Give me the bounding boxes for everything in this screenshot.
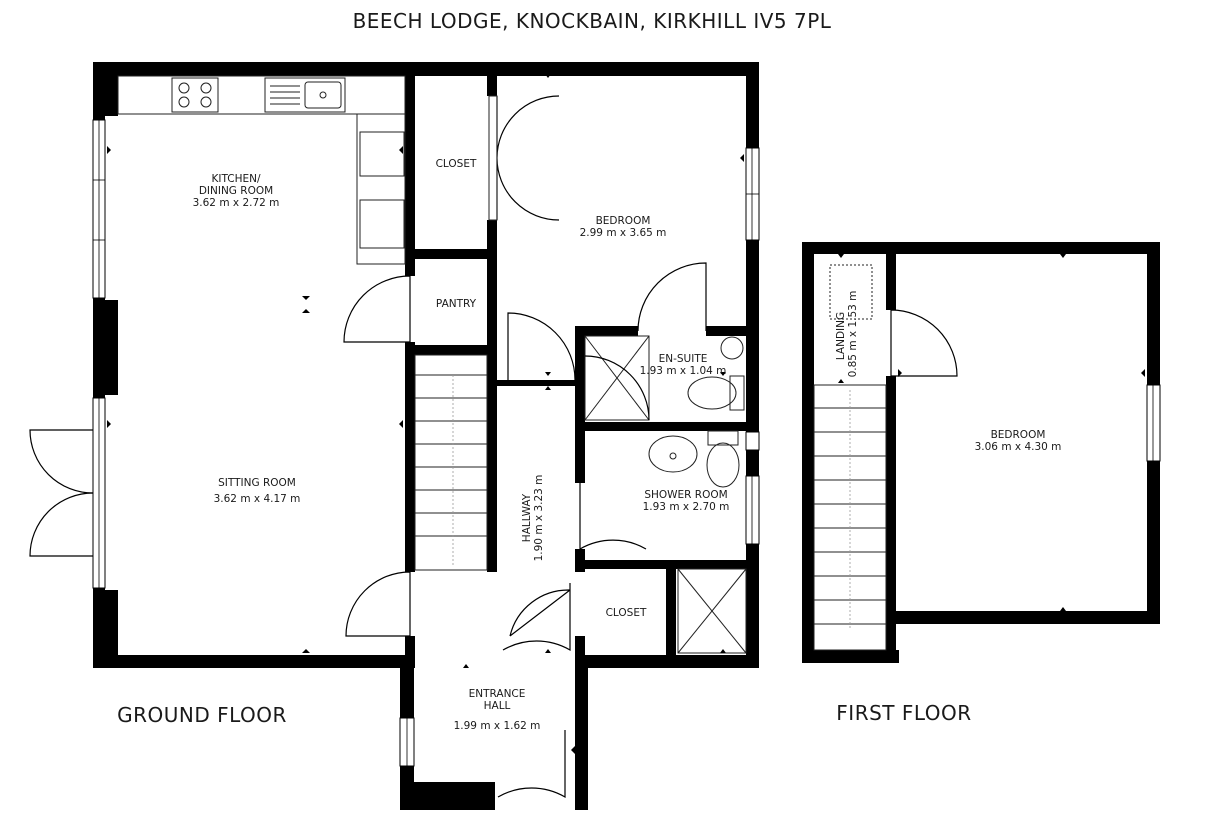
wall-closet-shower-tray	[666, 560, 676, 668]
ff-wall-right-stair	[886, 242, 896, 663]
door-bedroom	[637, 262, 707, 332]
shower-tray-icon	[677, 568, 747, 654]
ground-floor-label: GROUND FLOOR	[117, 703, 287, 727]
ensuite-basin-icon	[720, 336, 744, 360]
ensuite-name: EN-SUITE	[659, 353, 708, 365]
kitchen-name-1: KITCHEN/	[211, 173, 260, 185]
ground-floor: KITCHEN/ DINING ROOM 3.62 m x 2.72 m CLO…	[29, 62, 760, 810]
door-closet-top-1	[496, 95, 560, 159]
closet-bottom-name: CLOSET	[606, 607, 647, 619]
wall-left-upper	[93, 62, 118, 116]
shower-toilet-icon	[707, 430, 739, 446]
ff-window-right	[1146, 384, 1161, 462]
kitchen-name-2: DINING ROOM	[199, 185, 273, 197]
ff-wall-top	[802, 242, 1160, 254]
entrance-dims: 1.99 m x 1.62 m	[454, 720, 541, 732]
ensuite-shower-tray	[584, 335, 650, 421]
door-entrance	[502, 583, 571, 652]
shower-dims: 1.93 m x 2.70 m	[643, 501, 730, 513]
kitchen-counter-top	[117, 75, 406, 115]
wall-sitting-stairs	[405, 352, 415, 655]
bedroom-first-name: BEDROOM	[991, 429, 1046, 441]
bedroom-ground-dims: 2.99 m x 3.65 m	[580, 227, 667, 239]
bedroom-ground-name: BEDROOM	[596, 215, 651, 227]
wall-pantry-stairs	[405, 345, 497, 355]
door-front	[497, 730, 566, 799]
hallway-name: HALLWAY	[521, 493, 533, 542]
door-french-1	[29, 429, 94, 494]
door-shower	[579, 483, 647, 551]
door-kitchen	[343, 275, 411, 343]
wall-hall-bottom	[497, 380, 575, 386]
gap-front-door	[495, 797, 575, 810]
ensuite-dims: 1.93 m x 1.04 m	[640, 365, 727, 377]
first-floor-label: FIRST FLOOR	[836, 701, 971, 725]
ff-wall-bottom-left	[802, 650, 899, 663]
gap-closet-door	[575, 572, 585, 636]
entrance-name-1: ENTRANCE	[469, 688, 526, 700]
window-shower-right	[745, 475, 760, 545]
door-french-2	[29, 492, 94, 557]
pantry-name: PANTRY	[436, 298, 477, 310]
sink-icon	[264, 77, 346, 113]
wall-entrance-right	[575, 655, 588, 810]
first-floor: LANDING 0.85 m x 1.53 m BEDROOM 3.06 m x…	[802, 242, 1161, 663]
wall-entrance-bottom	[400, 782, 495, 810]
hallway-dims: 1.90 m x 3.23 m	[533, 475, 545, 562]
shower-name: SHOWER ROOM	[644, 489, 727, 501]
wall-closet-pantry	[405, 249, 497, 259]
closet-top-name: CLOSET	[436, 158, 477, 170]
door-sitting	[345, 571, 411, 637]
appliance-2-icon	[359, 199, 405, 249]
sitting-name: SITTING ROOM	[218, 477, 296, 489]
stairs-ground	[414, 354, 488, 571]
appliance-1-icon	[359, 131, 405, 177]
door-pantry	[507, 312, 576, 381]
door-closet-bottom	[509, 589, 571, 637]
landing-dims: 0.85 m x 1.53 m	[847, 291, 859, 378]
door-closet-top-2	[496, 157, 560, 221]
ff-door-bedroom	[890, 309, 958, 377]
kitchen-dims: 3.62 m x 2.72 m	[193, 197, 280, 209]
gap-bedroom-door	[638, 326, 706, 336]
shower-basin-icon	[648, 435, 698, 473]
kitchen-counter-right	[356, 113, 406, 265]
ff-wall-left	[802, 242, 814, 663]
ff-roof-window	[829, 264, 873, 320]
ensuite-toilet-icon	[729, 375, 745, 411]
wall-top	[93, 62, 759, 76]
wall-closet-bedroom	[487, 62, 497, 380]
hob-icon	[171, 77, 219, 113]
sitting-dims: 3.62 m x 4.17 m	[214, 493, 301, 505]
wall-stairs-hall	[487, 352, 497, 572]
wall-kitchen-closet	[405, 62, 415, 352]
gap-closet-top-door	[487, 96, 497, 220]
entrance-name-2: HALL	[484, 700, 511, 712]
plan-title: BEECH LODGE, KNOCKBAIN, KIRKHILL IV5 7PL	[353, 9, 832, 33]
gap-entrance	[500, 655, 570, 668]
ff-wall-bottom-right	[886, 611, 1160, 624]
landing-name: LANDING	[835, 312, 847, 360]
window-ensuite-right	[745, 431, 760, 451]
bedroom-first-dims: 3.06 m x 4.30 m	[975, 441, 1062, 453]
wall-ensuite-shower	[575, 422, 759, 431]
wall-bottom-left	[93, 655, 415, 668]
stairs-first	[813, 384, 887, 651]
